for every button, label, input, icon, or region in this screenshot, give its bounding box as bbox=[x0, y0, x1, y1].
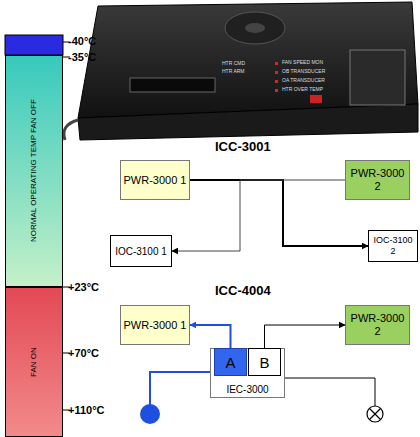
device-front bbox=[78, 104, 418, 140]
power-box: PWR-3000 1 bbox=[120, 305, 190, 345]
connector-arrow bbox=[172, 180, 345, 251]
temperature-band: FAN ON bbox=[5, 287, 63, 437]
node-text: PWR-3000 2 bbox=[347, 167, 408, 193]
node-text: PWR-3000 1 bbox=[124, 174, 187, 187]
channel-box: B bbox=[248, 348, 281, 376]
node-text: FAN ON bbox=[29, 347, 39, 377]
connector-arrow bbox=[190, 180, 368, 246]
fan bbox=[225, 12, 285, 44]
node-text: PWR-3000 2 bbox=[347, 312, 408, 338]
node-text: IOC-3100 1 bbox=[115, 245, 167, 258]
device-label: HTR CMD bbox=[222, 60, 245, 66]
node-text: NORMAL OPERATING TEMP FAN OFF bbox=[29, 100, 39, 243]
temperature-sensor bbox=[140, 404, 160, 424]
node-text: IEC-3000 bbox=[226, 383, 268, 396]
led bbox=[275, 71, 278, 74]
device-label: HTR ARM bbox=[222, 68, 245, 74]
node-text: B bbox=[259, 356, 269, 369]
connector-arrow bbox=[265, 325, 346, 348]
temperature-label: +110°C bbox=[68, 404, 105, 416]
sensor-wire bbox=[150, 372, 215, 405]
controller-box: IEC-3000 A B bbox=[210, 348, 285, 398]
power-box: PWR-3000 2 bbox=[345, 305, 410, 345]
temperature-label: +23°C bbox=[68, 281, 99, 293]
led bbox=[275, 80, 278, 83]
io-box: IOC-3100 2 bbox=[368, 230, 418, 262]
node-text: PWR-3000 1 bbox=[124, 319, 187, 332]
led bbox=[275, 89, 278, 92]
led bbox=[275, 62, 278, 65]
connector-port bbox=[350, 50, 405, 105]
power-box: PWR-3000 1 bbox=[120, 160, 190, 200]
channel-box: A bbox=[214, 348, 247, 376]
cold-band bbox=[5, 35, 63, 55]
led-display bbox=[310, 95, 322, 103]
connector bbox=[130, 78, 215, 92]
io-box: IOC-3100 1 bbox=[110, 235, 172, 267]
device-photo bbox=[64, 2, 418, 140]
temperature-band: NORMAL OPERATING TEMP FAN OFF bbox=[5, 55, 63, 287]
temperature-label: +70°C bbox=[68, 347, 99, 359]
fan-hub bbox=[245, 23, 265, 33]
device-label: OA TRANSDUCER bbox=[282, 77, 325, 83]
lamp-symbol bbox=[367, 406, 383, 422]
device-label: FAN SPEED MON bbox=[282, 59, 323, 65]
temperature-label: -35°C bbox=[68, 51, 96, 63]
node-text: IOC-3100 2 bbox=[370, 235, 416, 257]
device-label: OB TRANSDUCER bbox=[282, 68, 325, 74]
section-title: ICC-4004 bbox=[215, 283, 271, 298]
power-box: PWR-3000 2 bbox=[345, 160, 410, 200]
section-title: ICC-3001 bbox=[215, 139, 271, 154]
cable bbox=[64, 120, 78, 140]
device-top bbox=[78, 2, 418, 118]
lamp-wire bbox=[285, 378, 375, 406]
device-label: HTR OVER TEMP bbox=[282, 86, 323, 92]
temperature-label: -40°C bbox=[68, 35, 96, 47]
connector-arrow bbox=[190, 325, 231, 348]
node-text: A bbox=[225, 356, 235, 369]
